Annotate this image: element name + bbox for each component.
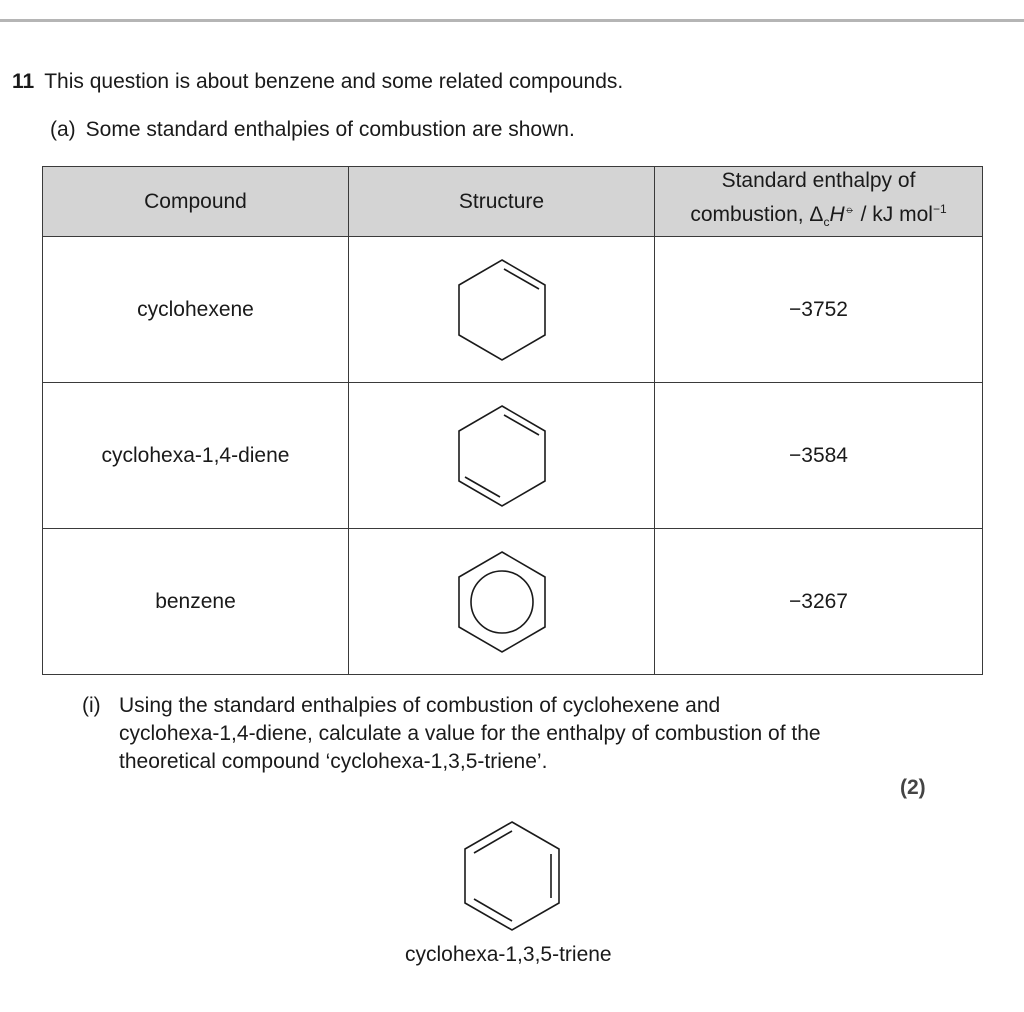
structure-cell: [348, 382, 655, 530]
top-divider: [0, 19, 1024, 22]
cyclohexene-structure-icon: [457, 258, 546, 361]
triene-structure: [455, 818, 569, 939]
enthalpy-subscript: c: [823, 215, 830, 230]
part-i-text: Using the standard enthalpies of combust…: [119, 692, 942, 776]
enthalpy-cell: −3752: [654, 236, 983, 384]
structure-cell: [348, 236, 655, 384]
compound-cell: cyclohexa-1,4-diene: [42, 382, 349, 530]
part-i-line3: theoretical compound ‘cyclohexa-1,3,5-tr…: [119, 750, 548, 773]
part-a-text: Some standard enthalpies of combustion a…: [85, 118, 575, 141]
enthalpy-table: Compound Structure Standard enthalpy of …: [42, 165, 983, 676]
header-structure: Structure: [348, 165, 655, 238]
enthalpy-prefix: combustion, Δ: [690, 203, 824, 226]
enthalpy-units: / kJ mol: [854, 203, 933, 226]
part-i-label: (i): [82, 694, 101, 717]
marks-label: (2): [900, 776, 926, 799]
units-superscript: −1: [932, 202, 947, 216]
part-i-line1: Using the standard enthalpies of combust…: [119, 694, 721, 717]
enthalpy-cell: −3584: [654, 382, 983, 530]
part-i-line2: cyclohexa-1,4-diene, calculate a value f…: [119, 722, 821, 745]
part-a-label: (a): [50, 118, 76, 141]
enthalpy-cell: −3267: [654, 528, 983, 676]
table-row: cyclohexa-1,4-diene −3584: [42, 382, 983, 530]
table-row: cyclohexene −3752: [42, 236, 983, 384]
enthalpy-symbol: H: [829, 203, 845, 226]
table-header-row: Compound Structure Standard enthalpy of …: [42, 165, 983, 238]
question-number: 11: [12, 70, 35, 93]
benzene-structure-icon: [457, 550, 546, 653]
cyclohexa-1-3-5-triene-structure-icon: [464, 821, 560, 931]
compound-cell: cyclohexene: [42, 236, 349, 384]
triene-caption: cyclohexa-1,3,5-triene: [405, 943, 612, 966]
part-i: (i) Using the standard enthalpies of com…: [82, 692, 942, 776]
question-text: This question is about benzene and some …: [44, 70, 624, 93]
part-a: (a) Some standard enthalpies of combustio…: [50, 118, 575, 142]
header-enthalpy-line1: Standard enthalpy of: [721, 169, 916, 192]
structure-cell: [348, 528, 655, 676]
question-intro: 11 This question is about benzene and som…: [12, 70, 623, 94]
header-compound: Compound: [42, 165, 349, 238]
table-row: benzene −3267: [42, 528, 983, 676]
header-enthalpy: Standard enthalpy of combustion, ΔcH⦵ / …: [654, 165, 983, 238]
cyclohexa-1-4-diene-structure-icon: [457, 404, 546, 507]
compound-cell: benzene: [42, 528, 349, 676]
standard-state-symbol: ⦵: [844, 202, 855, 216]
header-enthalpy-line2: combustion, ΔcH⦵ / kJ mol−1: [655, 195, 982, 236]
